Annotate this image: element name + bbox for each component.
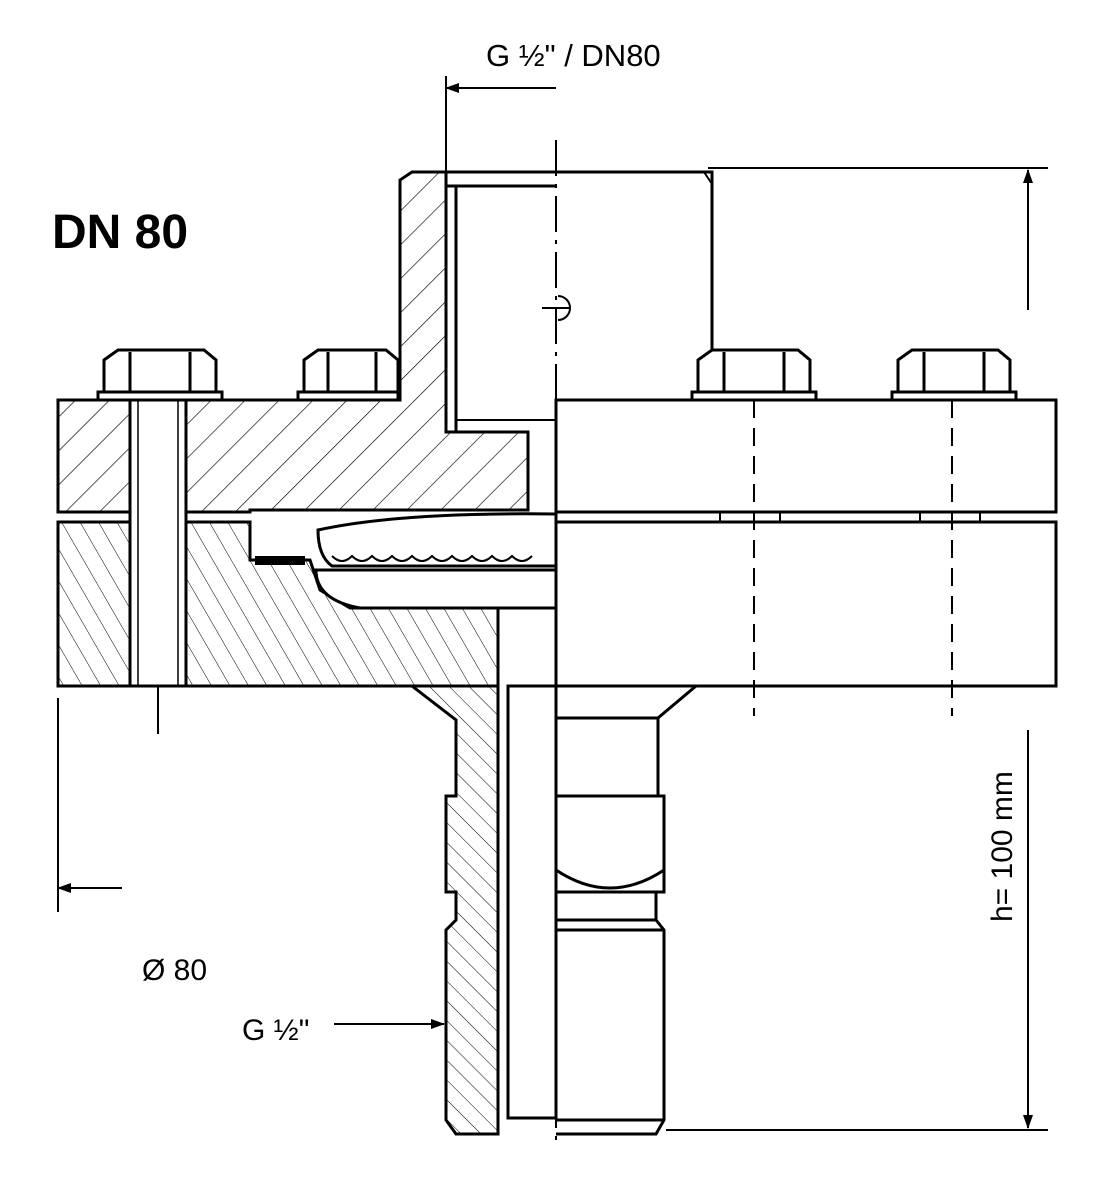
top-connection-dimension (445, 76, 556, 172)
diameter-label: Ø 80 (142, 954, 207, 987)
hex-nut (96, 348, 224, 402)
height-dimension (666, 167, 1048, 1131)
center-mark (542, 295, 571, 321)
diagram-title: DN 80 (52, 206, 188, 259)
bottom-fitting-section (407, 684, 558, 1136)
top-connection-label: G ½" / DN80 (486, 38, 661, 73)
diameter-dimension (57, 698, 122, 912)
diaphragm-insert (314, 512, 558, 610)
flange-gap (556, 511, 1056, 523)
bottom-fitting-outline (555, 684, 701, 1136)
lower-flange-right (554, 520, 1058, 688)
hex-nut (890, 348, 1018, 402)
top-neck-outline (446, 170, 714, 432)
bottom-thread-label: G ½" (242, 1014, 309, 1047)
diaphragm-corrugation (331, 554, 533, 562)
hidden-bolt-lines (753, 400, 953, 716)
bolt-section (128, 398, 188, 734)
hex-nut (690, 348, 818, 402)
height-label: h= 100 mm (986, 771, 1019, 922)
seal-ring (255, 556, 305, 565)
hex-nut (296, 348, 400, 402)
upper-flange-right (554, 398, 1058, 514)
